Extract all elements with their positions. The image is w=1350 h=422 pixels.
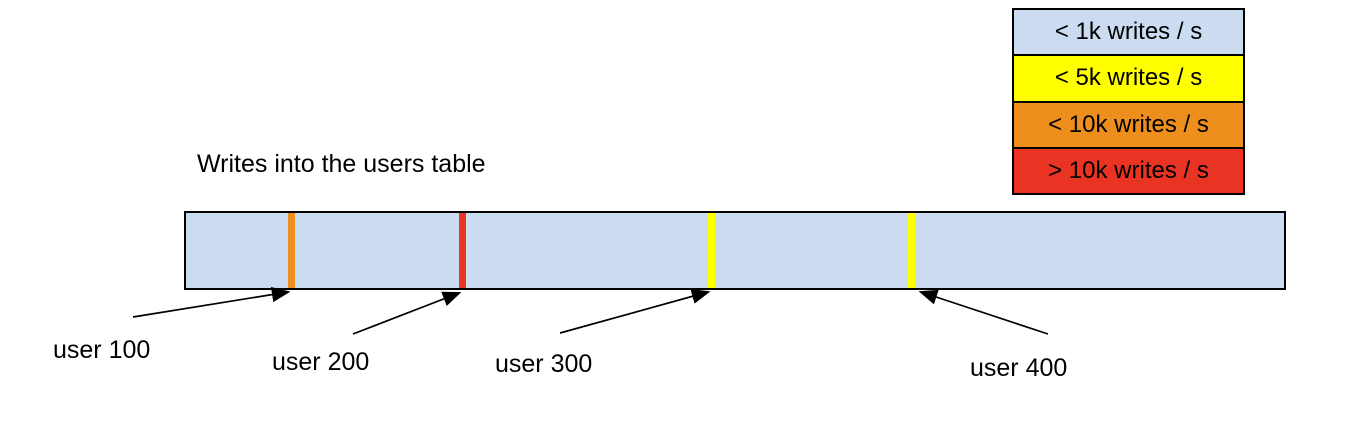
- legend-label-lt-10k: < 10k writes / s: [1048, 110, 1209, 138]
- label-user-400: user 400: [970, 354, 1068, 382]
- hotspot-marker-user-100: [288, 213, 295, 288]
- legend-row-lt-1k: < 1k writes / s: [1012, 8, 1245, 57]
- write-rate-legend: < 1k writes / s < 5k writes / s < 10k wr…: [1012, 8, 1245, 195]
- arrow-user-400: [918, 289, 1049, 335]
- hotspot-marker-user-300: [708, 213, 715, 288]
- legend-row-lt-5k: < 5k writes / s: [1012, 54, 1245, 103]
- legend-row-gt-10k: > 10k writes / s: [1012, 146, 1245, 195]
- hotspot-marker-user-200: [459, 213, 466, 288]
- diagram-title: Writes into the users table: [197, 150, 486, 178]
- legend-label-lt-5k: < 5k writes / s: [1054, 64, 1203, 92]
- arrow-user-100: [132, 287, 291, 318]
- legend-label-gt-10k: > 10k writes / s: [1048, 156, 1209, 184]
- legend-row-lt-10k: < 10k writes / s: [1012, 100, 1245, 149]
- label-user-300: user 300: [495, 350, 593, 378]
- legend-label-lt-1k: < 1k writes / s: [1054, 18, 1203, 46]
- label-user-200: user 200: [272, 348, 370, 376]
- hotspot-marker-user-400: [908, 213, 915, 288]
- label-user-100: user 100: [53, 336, 151, 364]
- users-table-keyspace-bar: [184, 211, 1286, 290]
- arrow-user-200: [352, 291, 462, 335]
- arrow-user-300: [559, 288, 711, 334]
